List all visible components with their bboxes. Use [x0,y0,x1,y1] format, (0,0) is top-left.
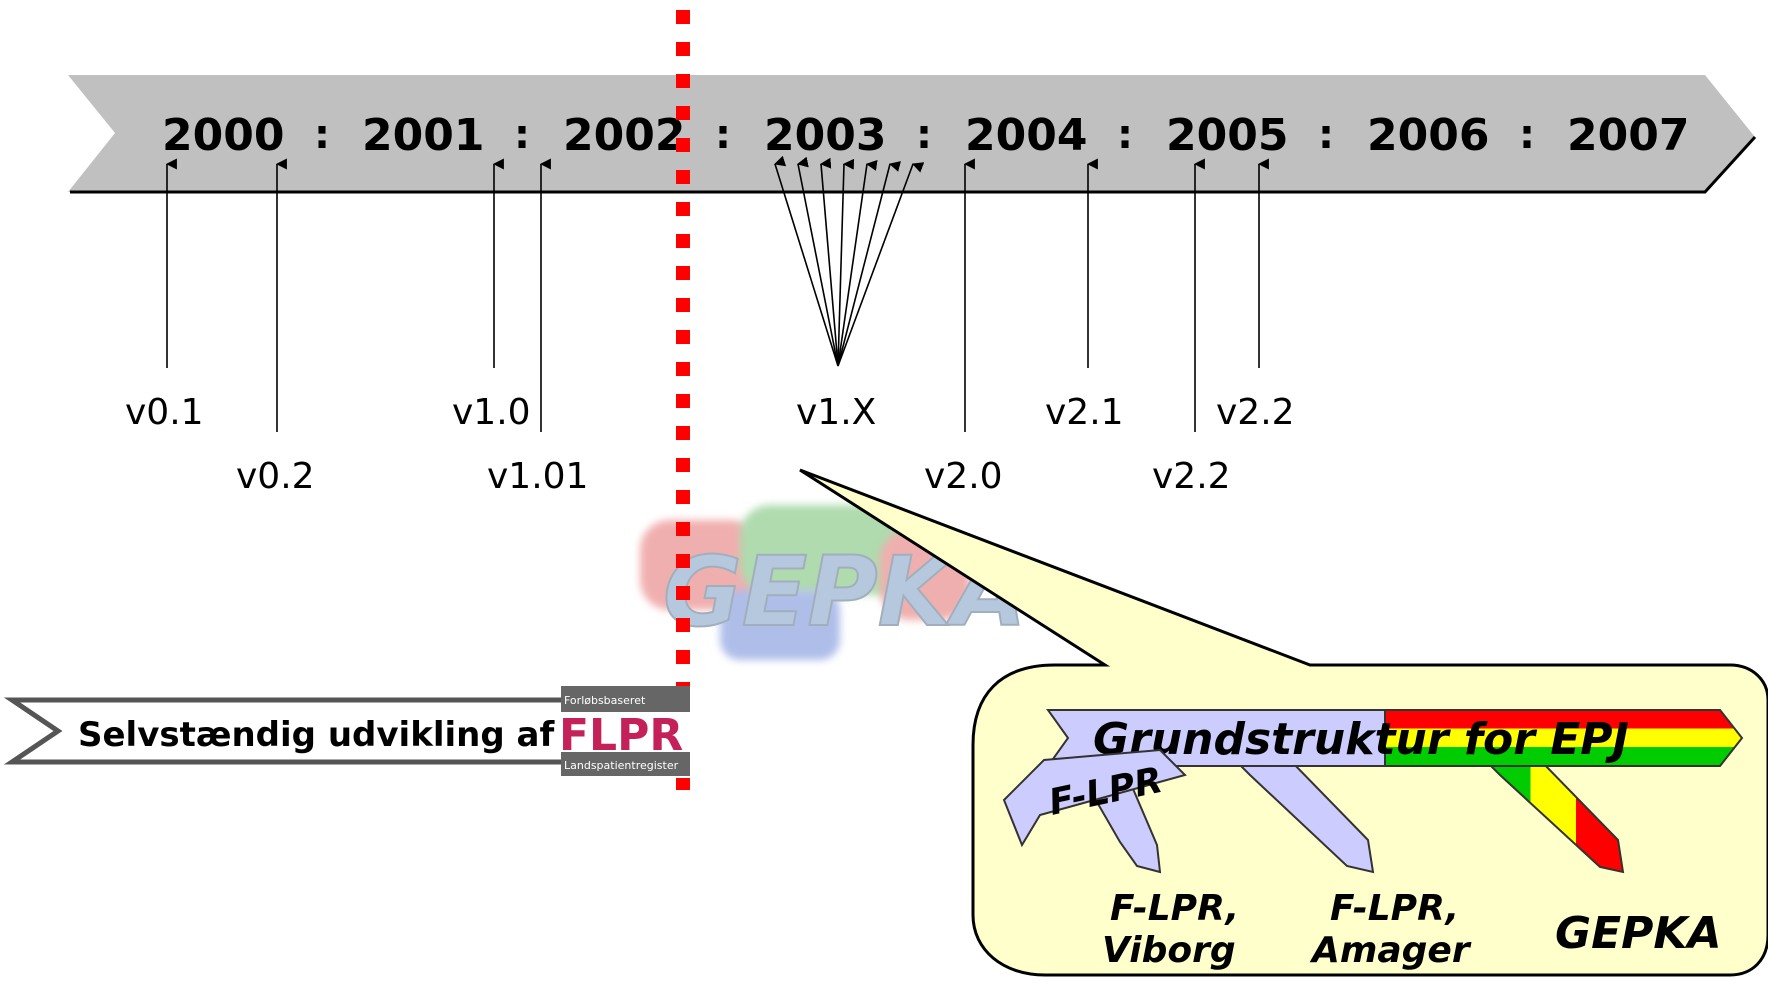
year-2007: 2007 [1567,110,1689,161]
node-viborg-line1: F-LPR, [1110,888,1239,929]
banner-text: Selvstændig udvikling af [78,715,555,755]
year-separator: : [1318,112,1334,158]
version-label: v2.2 [1152,456,1231,497]
version-label: v1.X [796,392,876,433]
year-separator: : [514,112,530,158]
arrow-v1x-6 [837,161,901,367]
year-separator: : [1519,112,1535,158]
year-separator: : [916,112,932,158]
node-amager-line1: F-LPR, [1330,888,1459,929]
arrow-v1x-4 [837,158,855,367]
flpr-logo: Forløbsbaseret FLPR Landspatientregister [559,686,690,776]
year-2000: 2000 [162,110,284,161]
year-2004: 2004 [965,110,1087,161]
arrow-v1x-5 [837,159,878,367]
version-label: v2.0 [924,456,1003,497]
year-2005: 2005 [1166,110,1288,161]
version-label: v1.0 [452,392,531,433]
arrow-v1x-2 [796,156,839,367]
year-separator: : [314,112,330,158]
version-label: v2.1 [1045,392,1124,433]
node-amager-line2: Amager [1309,930,1472,971]
main-arrow-striped [1384,709,1744,767]
version-label: v1.01 [487,456,588,497]
year-labels: 2000 : 2001 : 2002 : 2003 : 2004 : 2005 … [162,110,1689,161]
year-2006: 2006 [1367,110,1489,161]
year-2003: 2003 [764,110,886,161]
arrow-v1x-7 [837,162,925,367]
year-2002: 2002 [563,110,685,161]
flpr-logo-bottom: Landspatientregister [564,759,679,772]
callout-diagram: Grundstruktur for EPJ F-LPR F-LPR, Vibor… [1002,709,1744,971]
node-gepka: GEPKA [1555,908,1722,959]
node-viborg-line2: Viborg [1102,930,1236,971]
timeline-band [68,75,1755,192]
version-labels: v0.1 v0.2 v1.0 v1.01 v1.X v2.0 v2.1 v2.2… [125,392,1295,497]
version-arrows [165,155,1269,432]
year-separator: : [1117,112,1133,158]
year-separator: : [715,112,731,158]
version-label: v0.1 [125,392,204,433]
main-arrow-label: Grundstruktur for EPJ [1093,714,1629,765]
selvstaendig-banner: Selvstændig udvikling af [3,697,569,765]
flpr-logo-top: Forløbsbaseret [564,694,646,707]
flpr-logo-main: FLPR [559,710,683,761]
arrow-v1x-3 [819,157,839,367]
gepka-watermark: GEPKA [640,505,1027,660]
year-2001: 2001 [362,110,484,161]
arrow-v1x-1 [773,155,839,367]
sub-arrow-flpr [1002,748,1187,848]
version-label: v0.2 [236,456,315,497]
version-label: v2.2 [1216,392,1295,433]
